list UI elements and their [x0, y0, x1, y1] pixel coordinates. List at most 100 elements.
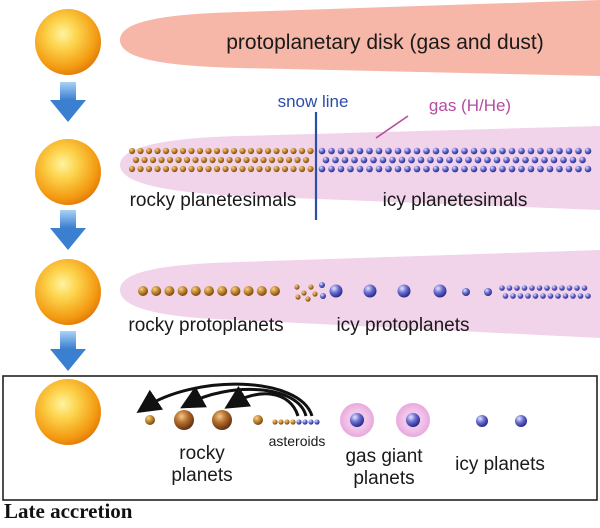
icy-planetesimal — [442, 147, 449, 155]
asteroid — [308, 419, 314, 425]
icy-planetesimal — [446, 156, 453, 164]
icy-planetesimal — [560, 156, 567, 164]
icy-protoplanet — [329, 284, 343, 298]
rocky-planetesimal — [256, 147, 263, 155]
icy-planetesimal — [356, 147, 364, 155]
rocky-planetesimal — [239, 147, 246, 155]
asteroid — [314, 419, 320, 425]
icy-planetesimal — [510, 293, 516, 299]
rocky-planetesimal — [307, 165, 314, 173]
small-rocky-body — [295, 294, 301, 300]
rocky-planetesimal — [205, 147, 212, 155]
icy-planetesimal — [518, 165, 525, 173]
icy-planetesimal — [546, 147, 554, 155]
icy-planetesimal — [341, 156, 349, 164]
rocky-planetesimal — [247, 147, 255, 155]
icy-planetesimal — [506, 285, 513, 291]
sun-stage-1 — [35, 9, 101, 75]
icy-planetesimal — [584, 165, 592, 173]
rocky-planetesimal — [290, 147, 297, 155]
rocky-planetesimals-label: rocky planetesimals — [130, 190, 297, 211]
icy-planetesimal — [461, 147, 468, 155]
rocky-planetesimal — [230, 147, 238, 155]
icy-planets-label: icy planets — [455, 454, 545, 475]
icy-planetesimal — [408, 156, 415, 164]
rocky-planetesimal — [137, 147, 144, 155]
icy-planetesimal — [470, 165, 478, 173]
rocky-planets-label-line1: rocky — [179, 443, 225, 464]
rocky-planetesimal — [145, 165, 153, 173]
rocky-planetesimal — [188, 165, 195, 173]
icy-planetesimal — [328, 147, 335, 155]
small-rocky-body — [294, 284, 300, 290]
icy-planetesimal — [423, 147, 430, 155]
icy-planetesimal — [375, 165, 383, 173]
icy-planetesimal — [489, 165, 497, 173]
rocky-planetesimal — [158, 156, 165, 164]
icy-planetesimal — [521, 285, 528, 291]
gas-giant-label-line2: planets — [353, 468, 414, 489]
icy-planetesimal — [474, 156, 482, 164]
rocky-planetesimal — [273, 147, 280, 155]
icy-planetesimal — [337, 165, 345, 173]
rocky-planetesimal — [277, 156, 284, 164]
icy-planetesimal — [574, 285, 580, 291]
asteroid — [278, 419, 284, 425]
icy-protoplanet — [397, 284, 411, 298]
rocky-planetesimal — [196, 147, 204, 155]
icy-planetesimal — [451, 165, 459, 173]
icy-body — [484, 288, 492, 296]
icy-planetesimal — [529, 285, 535, 291]
icy-planetesimal — [527, 147, 535, 155]
icy-planetesimal — [581, 285, 588, 291]
icy-planetesimal — [569, 156, 577, 164]
icy-body — [462, 288, 470, 296]
sun-stage-4 — [35, 379, 101, 445]
icy-planetesimal — [461, 165, 468, 173]
icy-planetesimal — [351, 156, 358, 164]
icy-planetesimal — [499, 147, 506, 155]
icy-planetesimal — [404, 165, 411, 173]
rocky-planetesimal — [162, 147, 170, 155]
gas-giant-core — [350, 413, 364, 427]
icy-planetesimal — [470, 147, 478, 155]
gas-giant-label-line1: gas giant — [345, 446, 423, 467]
icy-planetesimal — [546, 165, 554, 173]
rocky-planetesimal — [209, 156, 216, 164]
icy-planetesimal — [360, 156, 368, 164]
rocky-planetesimal — [264, 165, 272, 173]
icy-planetesimal — [451, 147, 459, 155]
rocky-planetesimal — [166, 156, 174, 164]
rocky-planetesimal — [175, 156, 182, 164]
rocky-planetesimal — [268, 156, 276, 164]
icy-planetesimal — [423, 165, 430, 173]
rocky-planetesimal — [137, 165, 144, 173]
rocky-planetesimal — [226, 156, 233, 164]
rocky-planetesimal — [149, 156, 157, 164]
icy-planetesimal — [398, 156, 406, 164]
small-icy-body — [320, 293, 326, 299]
rocky-planetesimal — [294, 156, 301, 164]
icy-planetesimal — [517, 293, 524, 299]
rocky-protoplanet — [164, 286, 175, 296]
icy-planetesimal — [427, 156, 434, 164]
icy-planetesimal — [385, 165, 392, 173]
icy-planetesimal — [544, 285, 550, 291]
rocky-planetesimal — [188, 147, 195, 155]
icy-planetesimal — [537, 147, 544, 155]
icy-planetesimal — [489, 147, 497, 155]
rocky-protoplanet — [138, 286, 148, 296]
rocky-protoplanet — [270, 286, 280, 296]
late-accretion-box — [2, 375, 598, 501]
icy-planetesimal — [347, 165, 354, 173]
rocky-planetesimal — [145, 147, 153, 155]
icy-planetesimal — [532, 293, 539, 299]
icy-planetesimal — [442, 165, 449, 173]
rocky-planet — [174, 410, 194, 430]
icy-planetesimal — [556, 165, 563, 173]
icy-planetesimals-label: icy planetesimals — [383, 190, 528, 211]
icy-planetesimal — [379, 156, 387, 164]
icy-planetesimal — [540, 293, 546, 299]
gas-giant-core — [406, 413, 420, 427]
rocky-planetesimal — [128, 165, 136, 173]
